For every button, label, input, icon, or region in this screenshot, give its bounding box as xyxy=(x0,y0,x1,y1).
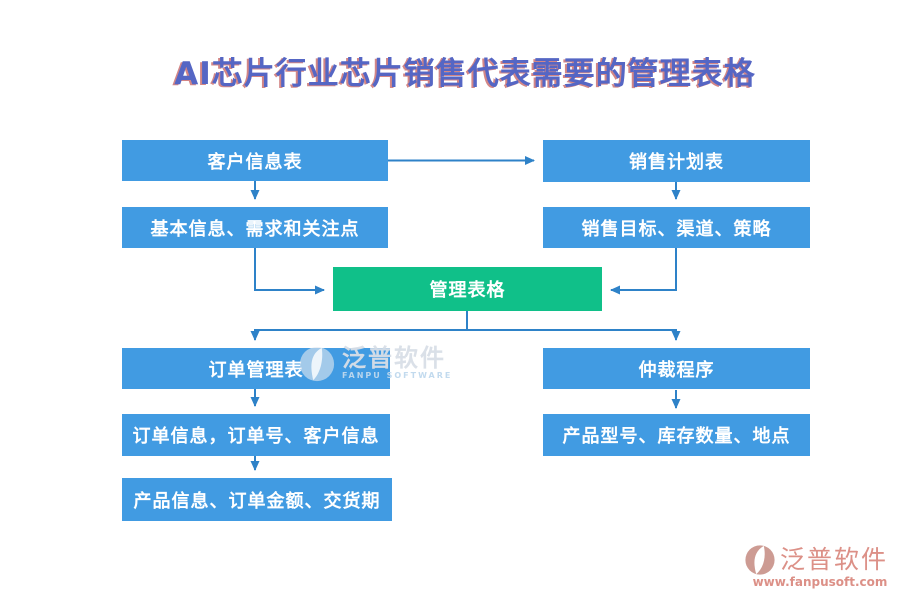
node-basic-info-needs: 基本信息、需求和关注点 xyxy=(122,207,388,248)
node-sales-target-channel: 销售目标、渠道、策略 xyxy=(543,207,810,248)
vendor-logo-icon xyxy=(745,545,775,575)
node-sales-plan-table: 销售计划表 xyxy=(543,140,810,182)
node-product-model-inventory: 产品型号、库存数量、地点 xyxy=(543,414,810,456)
vendor-name: 泛普软件 xyxy=(780,545,889,574)
node-product-info-amount: 产品信息、订单金额、交货期 xyxy=(122,478,392,521)
vendor-logo: 泛普软件 www.fanpusoft.com xyxy=(744,544,896,589)
node-customer-info-table: 客户信息表 xyxy=(122,140,388,181)
node-order-management-table: 订单管理表 xyxy=(122,348,390,389)
node-management-table: 管理表格 xyxy=(333,267,602,311)
vendor-site-url: www.fanpusoft.com xyxy=(752,575,888,589)
node-order-info: 订单信息，订单号、客户信息 xyxy=(122,414,390,456)
node-arbitration-procedure: 仲裁程序 xyxy=(543,348,810,389)
page-title: AI芯片行业芯片销售代表需要的管理表格 xyxy=(174,56,756,92)
